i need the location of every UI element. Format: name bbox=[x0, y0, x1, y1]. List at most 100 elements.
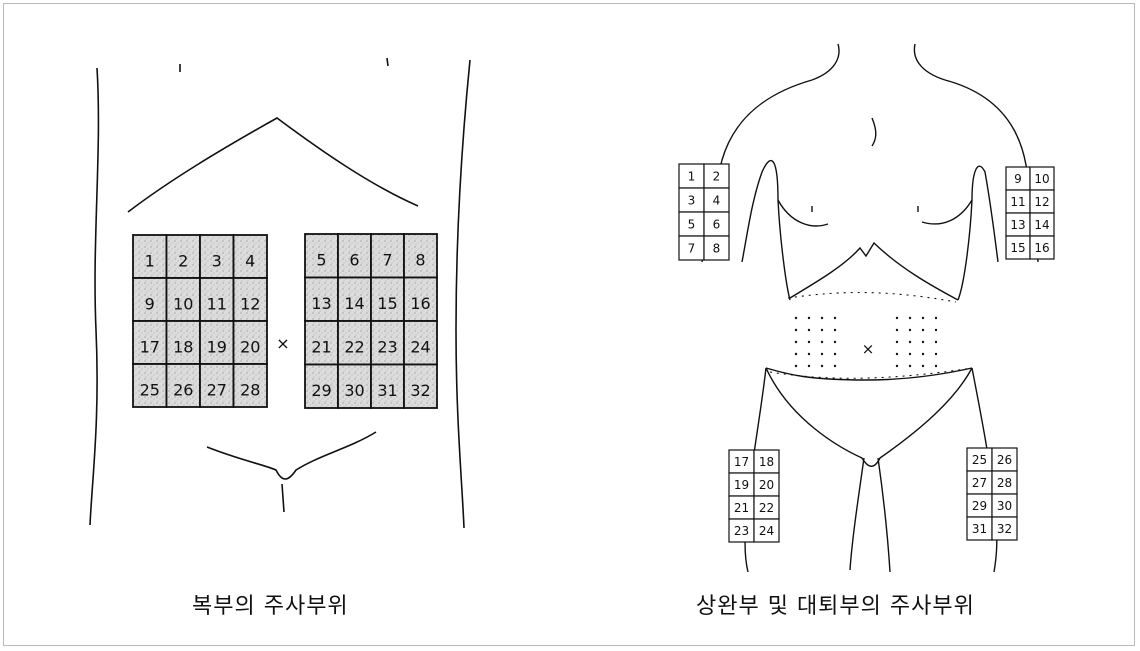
site-number: 14 bbox=[1034, 218, 1049, 232]
site-number: 12 bbox=[240, 294, 260, 313]
injection-dot bbox=[794, 328, 798, 332]
site-cell bbox=[232, 234, 268, 279]
injection-dot bbox=[934, 364, 938, 368]
injection-dot bbox=[833, 328, 837, 332]
injection-dot bbox=[895, 328, 899, 332]
site-cell bbox=[165, 234, 201, 279]
injection-dot bbox=[833, 352, 837, 356]
site-number: 13 bbox=[1010, 218, 1025, 232]
site-number: 19 bbox=[734, 478, 749, 492]
site-cell bbox=[337, 233, 372, 279]
site-number: 4 bbox=[245, 251, 255, 270]
injection-dot bbox=[794, 340, 798, 344]
site-number: 23 bbox=[734, 524, 749, 538]
site-number: 31 bbox=[972, 522, 987, 536]
injection-dot bbox=[908, 340, 912, 344]
site-cell bbox=[132, 277, 168, 322]
injection-dot bbox=[794, 316, 798, 320]
injection-dot bbox=[921, 364, 925, 368]
site-number: 16 bbox=[410, 294, 430, 313]
injection-dot bbox=[833, 364, 837, 368]
site-number: 2 bbox=[713, 169, 721, 183]
site-cell bbox=[232, 277, 268, 322]
injection-dot bbox=[934, 340, 938, 344]
site-number: 1 bbox=[145, 251, 155, 270]
site-number: 17 bbox=[140, 337, 160, 356]
site-number: 2 bbox=[178, 251, 188, 270]
site-cell bbox=[370, 320, 405, 366]
site-number: 11 bbox=[207, 294, 227, 313]
site-number: 3 bbox=[688, 193, 696, 207]
site-cell bbox=[678, 163, 705, 189]
injection-dot bbox=[921, 316, 925, 320]
dotted-injection-region bbox=[769, 291, 973, 379]
site-number: 7 bbox=[688, 241, 696, 255]
site-number: 9 bbox=[1014, 172, 1022, 186]
site-cell bbox=[165, 320, 201, 365]
site-cell bbox=[132, 320, 168, 365]
injection-dot bbox=[820, 352, 824, 356]
site-cell bbox=[703, 211, 730, 237]
site-cell bbox=[703, 235, 730, 261]
figure-frame bbox=[3, 3, 1135, 646]
injection-dot bbox=[895, 364, 899, 368]
abdomen-caption: 복부의 주사부위 bbox=[192, 594, 349, 619]
injection-dot bbox=[807, 328, 811, 332]
injection-dot bbox=[794, 352, 798, 356]
site-number: 19 bbox=[207, 337, 227, 356]
site-number: 29 bbox=[311, 381, 331, 400]
site-cell bbox=[304, 363, 339, 409]
site-number: 8 bbox=[713, 241, 721, 255]
site-number: 26 bbox=[173, 380, 193, 399]
site-number: 11 bbox=[1010, 195, 1025, 209]
site-cell bbox=[991, 516, 1018, 541]
injection-dot bbox=[895, 340, 899, 344]
site-number: 17 bbox=[734, 455, 749, 469]
injection-dot bbox=[895, 316, 899, 320]
site-number: 20 bbox=[759, 478, 774, 492]
site-number: 15 bbox=[377, 294, 397, 313]
injection-dot bbox=[908, 328, 912, 332]
site-number: 13 bbox=[311, 294, 331, 313]
site-number: 30 bbox=[344, 381, 364, 400]
site-number: 25 bbox=[972, 453, 987, 467]
injection-dot bbox=[820, 328, 824, 332]
site-cell bbox=[370, 276, 405, 322]
site-number: 7 bbox=[382, 251, 392, 270]
site-number: 27 bbox=[972, 476, 987, 490]
body-caption: 상완부 및 대퇴부의 주사부위 bbox=[696, 594, 975, 619]
site-number: 20 bbox=[240, 337, 260, 356]
injection-dot-field bbox=[794, 316, 938, 368]
site-number: 30 bbox=[997, 499, 1012, 513]
injection-dot bbox=[794, 364, 798, 368]
site-cell bbox=[678, 235, 705, 261]
site-number: 8 bbox=[415, 251, 425, 270]
site-number: 32 bbox=[410, 381, 430, 400]
injection-dot bbox=[820, 340, 824, 344]
site-number: 10 bbox=[173, 294, 193, 313]
site-number: 24 bbox=[410, 338, 430, 357]
site-number: 26 bbox=[997, 453, 1012, 467]
site-cell bbox=[304, 233, 339, 279]
site-cell bbox=[753, 518, 780, 543]
injection-dot bbox=[820, 316, 824, 320]
site-number: 23 bbox=[377, 338, 397, 357]
injection-dot bbox=[908, 352, 912, 356]
site-number: 22 bbox=[344, 338, 364, 357]
site-number: 6 bbox=[713, 217, 721, 231]
site-number: 21 bbox=[734, 501, 749, 515]
site-number: 5 bbox=[316, 251, 326, 270]
site-number: 4 bbox=[713, 193, 721, 207]
site-cell bbox=[232, 363, 268, 408]
site-number: 12 bbox=[1034, 195, 1049, 209]
injection-dot bbox=[934, 352, 938, 356]
navel-center-mark: × bbox=[276, 334, 289, 353]
injection-dot bbox=[807, 364, 811, 368]
site-cell bbox=[403, 363, 438, 409]
